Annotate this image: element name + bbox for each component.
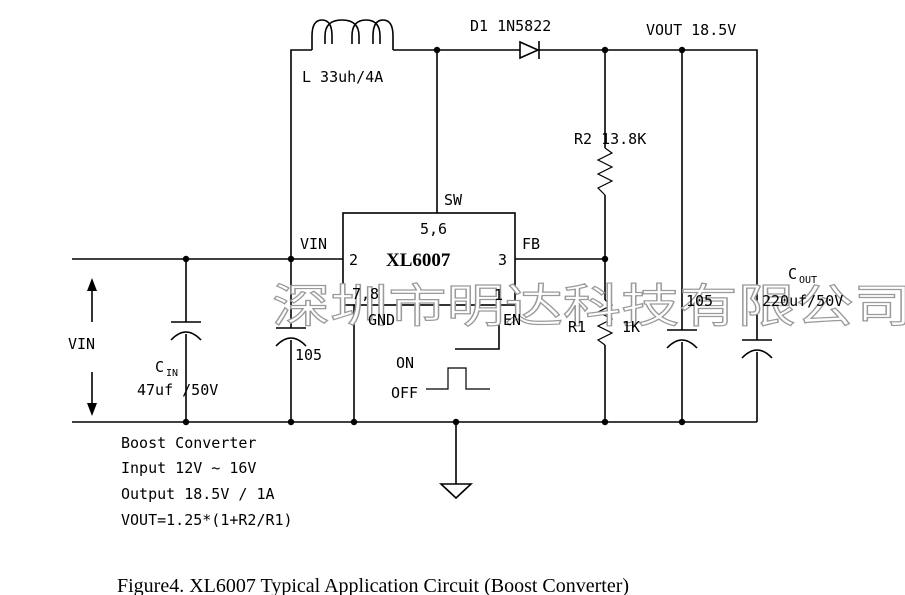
vout-105-label: 105 xyxy=(686,292,713,310)
diode-label: D1 1N5822 xyxy=(470,17,551,35)
vout-label: VOUT 18.5V xyxy=(646,21,736,39)
cin-value-label: 47uf /50V xyxy=(137,381,218,399)
cout-label-c: C xyxy=(788,265,797,283)
off-label: OFF xyxy=(391,384,418,402)
r2-label: R2 13.8K xyxy=(574,130,646,148)
diode-symbol xyxy=(519,40,540,60)
cout-value-label: 220uf/50V xyxy=(762,292,843,310)
on-off-pulse xyxy=(426,367,490,390)
ic-pin-en-number: 1 xyxy=(494,286,503,304)
capacitor-vout-105-symbol xyxy=(666,329,698,349)
vin-input-label: VIN xyxy=(68,335,95,353)
vin-arrows xyxy=(87,278,97,416)
en-label: EN xyxy=(503,311,521,329)
resistor-r1-symbol xyxy=(596,299,614,346)
vin-105-label: 105 xyxy=(295,346,322,364)
inductor-symbol xyxy=(311,19,394,50)
note-line: Output 18.5V / 1A xyxy=(121,485,275,503)
r1-label: R1 xyxy=(568,318,586,336)
gnd-label: GND xyxy=(368,311,395,329)
ic-body xyxy=(342,212,516,306)
resistor-r2-symbol xyxy=(596,147,614,196)
cin-label-sub: IN xyxy=(166,368,178,379)
inductor-label: L 33uh/4A xyxy=(302,68,383,86)
ic-pin-vin-number: 2 xyxy=(349,251,358,269)
vin-pin-label: VIN xyxy=(300,235,327,253)
figure-caption: Figure4. XL6007 Typical Application Circ… xyxy=(117,575,629,595)
capacitor-cin-symbol xyxy=(170,321,202,341)
r1-value-label: 1K xyxy=(622,318,640,336)
capacitor-vin-105-symbol xyxy=(275,327,307,347)
ic-pin-fb-number: 3 xyxy=(498,251,507,269)
watermark-text: 深圳市明达科技有限公司 xyxy=(272,279,905,333)
on-label: ON xyxy=(396,354,414,372)
ground-symbol xyxy=(438,483,474,500)
ic-name: XL6007 xyxy=(386,250,451,271)
fb-label: FB xyxy=(522,235,540,253)
capacitor-cout-symbol xyxy=(741,339,773,359)
note-line: Input 12V ~ 16V xyxy=(121,459,256,477)
note-line: Boost Converter xyxy=(121,434,256,452)
junction-dots xyxy=(182,46,686,426)
cin-label-c: C xyxy=(155,358,164,376)
note-line: VOUT=1.25*(1+R2/R1) xyxy=(121,511,293,529)
cout-label-sub: OUT xyxy=(799,275,817,286)
ic-pin-sw-number: 5,6 xyxy=(420,220,447,238)
sw-label: SW xyxy=(444,191,463,209)
ic-pin-gnd-number: 7,8 xyxy=(352,285,379,303)
